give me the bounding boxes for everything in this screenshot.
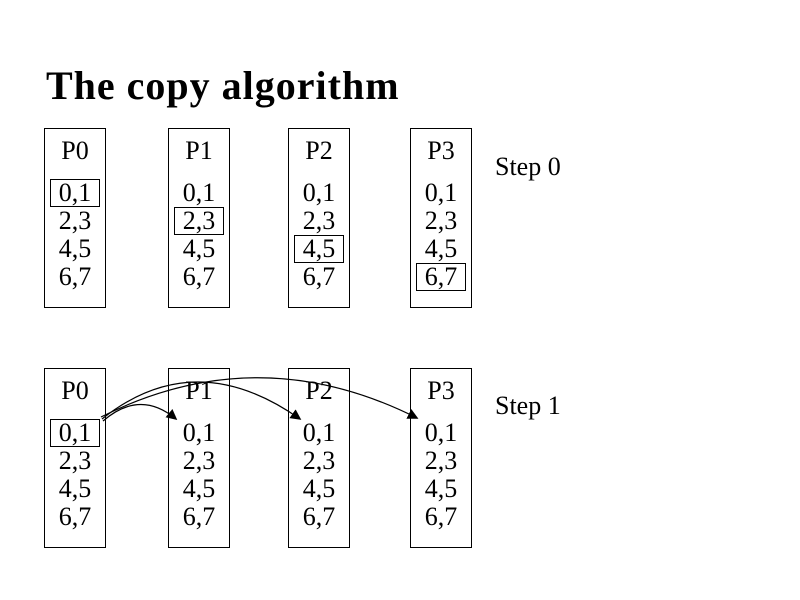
process-box-step0-p0: P0 0,1 2,3 4,5 6,7	[44, 128, 106, 308]
memory-cell: 4,5	[302, 474, 336, 503]
memory-cell: 6,7	[302, 262, 336, 291]
process-label: P1	[185, 376, 213, 405]
memory-cell: 4,5	[424, 474, 458, 503]
process-label: P0	[61, 376, 89, 405]
memory-cell: 0,1	[302, 418, 336, 447]
memory-cell: 4,5	[289, 235, 349, 263]
process-label: P3	[427, 136, 455, 165]
memory-cell: 6,7	[58, 262, 92, 291]
process-box-step0-p2: P2 0,1 2,3 4,5 6,7	[288, 128, 350, 308]
process-label: P1	[185, 136, 213, 165]
memory-cell: 4,5	[58, 234, 92, 263]
memory-cell: 0,1	[45, 419, 105, 447]
memory-cell: 0,1	[424, 418, 458, 447]
memory-cell: 0,1	[45, 179, 105, 207]
memory-cell: 6,7	[411, 263, 471, 291]
process-label: P0	[61, 136, 89, 165]
memory-cell: 6,7	[58, 502, 92, 531]
copy-arrow-p0-p3	[100, 377, 419, 419]
memory-cell: 4,5	[424, 234, 458, 263]
memory-cell: 6,7	[424, 502, 458, 531]
memory-cells: 0,1 2,3 4,5 6,7	[45, 179, 105, 291]
memory-cells: 0,1 2,3 4,5 6,7	[411, 179, 471, 291]
memory-cell: 2,3	[182, 446, 216, 475]
memory-cells: 0,1 2,3 4,5 6,7	[169, 419, 229, 531]
memory-cells: 0,1 2,3 4,5 6,7	[169, 179, 229, 291]
slide-title: The copy algorithm	[46, 63, 400, 108]
copy-arrow-p0-p1	[102, 403, 178, 422]
memory-cell: 2,3	[169, 207, 229, 235]
memory-cell: 4,5	[182, 234, 216, 263]
memory-cells: 0,1 2,3 4,5 6,7	[45, 419, 105, 531]
memory-cell: 2,3	[424, 206, 458, 235]
memory-cell: 6,7	[182, 502, 216, 531]
process-box-step1-p2: P2 0,1 2,3 4,5 6,7	[288, 368, 350, 548]
memory-cell: 6,7	[302, 502, 336, 531]
memory-cell: 2,3	[302, 206, 336, 235]
memory-cell: 6,7	[182, 262, 216, 291]
process-label: P2	[305, 136, 333, 165]
process-box-step1-p0: P0 0,1 2,3 4,5 6,7	[44, 368, 106, 548]
memory-cell: 4,5	[58, 474, 92, 503]
step-label-1: Step 1	[495, 391, 561, 420]
memory-cells: 0,1 2,3 4,5 6,7	[289, 419, 349, 531]
memory-cell: 0,1	[182, 178, 216, 207]
process-box-step0-p1: P1 0,1 2,3 4,5 6,7	[168, 128, 230, 308]
memory-cells: 0,1 2,3 4,5 6,7	[411, 419, 471, 531]
memory-cell: 2,3	[424, 446, 458, 475]
process-label: P3	[427, 376, 455, 405]
memory-cell: 2,3	[302, 446, 336, 475]
memory-cells: 0,1 2,3 4,5 6,7	[289, 179, 349, 291]
process-box-step1-p3: P3 0,1 2,3 4,5 6,7	[410, 368, 472, 548]
memory-cell: 0,1	[182, 418, 216, 447]
process-box-step1-p1: P1 0,1 2,3 4,5 6,7	[168, 368, 230, 548]
process-box-step0-p3: P3 0,1 2,3 4,5 6,7	[410, 128, 472, 308]
memory-cell: 2,3	[58, 206, 92, 235]
memory-cell: 0,1	[302, 178, 336, 207]
memory-cell: 4,5	[182, 474, 216, 503]
step-label-0: Step 0	[495, 152, 561, 181]
memory-cell: 0,1	[424, 178, 458, 207]
memory-cell: 2,3	[58, 446, 92, 475]
process-label: P2	[305, 376, 333, 405]
